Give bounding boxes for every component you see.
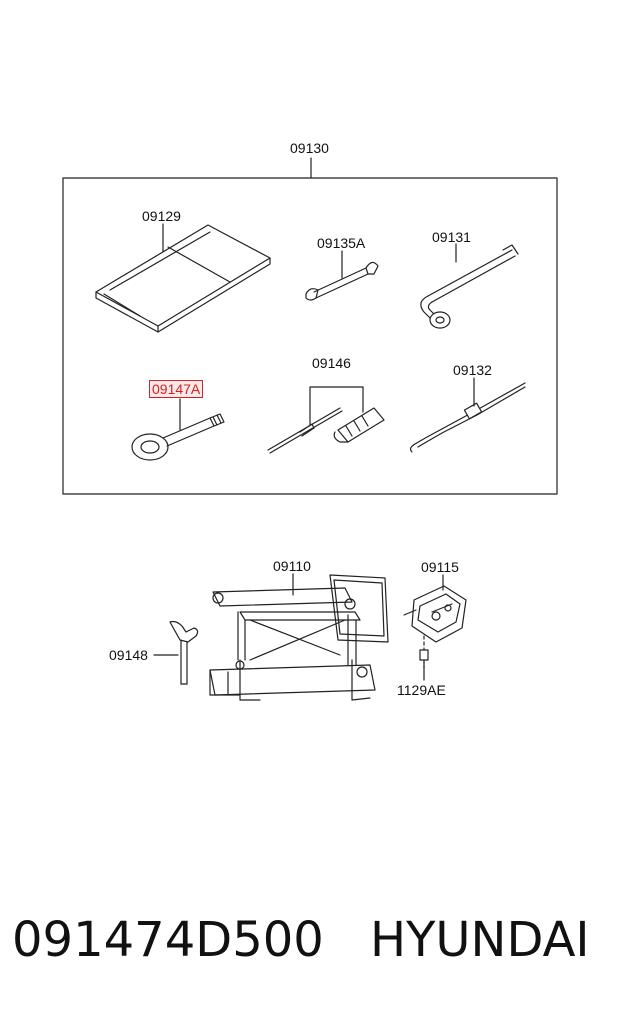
part-label-09146[interactable]: 09146 [312, 355, 351, 371]
part-label-09131[interactable]: 09131 [432, 229, 471, 245]
part-label-09135A[interactable]: 09135A [317, 235, 366, 251]
part-label-09130[interactable]: 09130 [290, 140, 329, 156]
footer-part-number: 091474D500 [12, 912, 324, 968]
wing-bolt-drawing [153, 620, 199, 685]
spanner-drawing [305, 250, 379, 301]
screwdriver-drawing [267, 386, 385, 454]
part-label-09110[interactable]: 09110 [273, 558, 311, 574]
bracket-bolt-drawing [419, 635, 429, 681]
tool-bag-drawing [95, 223, 271, 333]
scissor-jack-drawing [209, 573, 389, 701]
wheel-wrench-drawing [420, 243, 519, 329]
screwdriver-leader [309, 386, 364, 426]
part-label-09147A-highlighted[interactable]: 09147A [149, 380, 204, 398]
tool-kit-group-box [62, 177, 558, 495]
part-label-1129AE[interactable]: 1129AE [397, 682, 446, 698]
towing-hook-drawing [131, 398, 225, 461]
part-label-09148[interactable]: 09148 [109, 647, 148, 663]
jack-bracket-drawing [403, 574, 467, 643]
part-label-09129[interactable]: 09129 [142, 208, 181, 224]
jack-handle-drawing [409, 377, 526, 453]
part-label-09132[interactable]: 09132 [453, 362, 492, 378]
footer-brand: HYUNDAI [370, 912, 590, 968]
part-label-09115[interactable]: 09115 [421, 559, 459, 575]
